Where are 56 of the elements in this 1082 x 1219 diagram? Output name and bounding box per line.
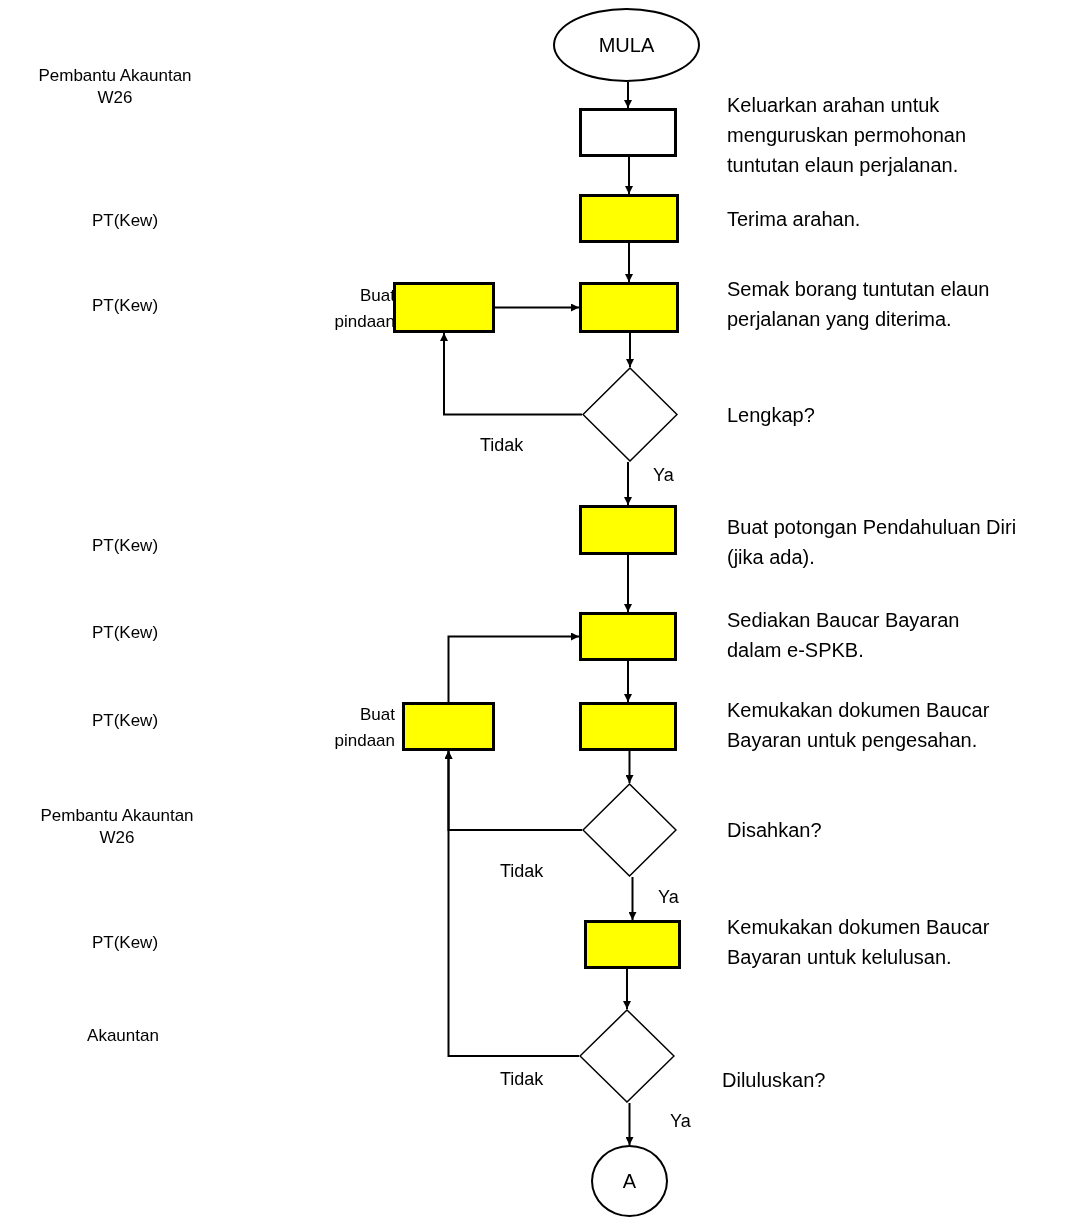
flow-arrow: [625, 750, 634, 784]
flow-arrow: [624, 81, 632, 109]
role-label: PT(Kew): [90, 295, 160, 317]
connector-circle: A: [591, 1145, 668, 1217]
step-description: Semak borang tuntutan elaun perjalanan yang diterima.: [727, 277, 991, 332]
edge-label: Tidak: [500, 1068, 544, 1090]
terminator-ellipse: MULA: [553, 8, 700, 82]
flow-arrow: [624, 554, 632, 613]
decision-diamond: [582, 783, 677, 877]
flow-arrow: [625, 156, 633, 195]
flow-arrow: [626, 332, 634, 368]
flow-arrow: [624, 660, 632, 703]
process-box: [584, 920, 681, 969]
process-box: [402, 702, 495, 751]
process-box: [579, 612, 677, 661]
step-description: Kemukakan dokumen Baucar Bayaran untuk pengesahan.: [727, 698, 991, 753]
role-label: PT(Kew): [90, 622, 160, 644]
step-description: Buat pindaan: [333, 704, 395, 752]
role-label: Pembantu Akauntan W26: [39, 805, 195, 849]
step-description: Terima arahan.: [727, 207, 862, 232]
edge-label: Ya: [658, 886, 679, 908]
flow-arrow: [440, 332, 583, 416]
process-box: [579, 282, 679, 333]
role-label: PT(Kew): [90, 932, 160, 954]
step-description: Kemukakan dokumen Baucar Bayaran untuk kelulusan.: [727, 915, 991, 970]
step-description: Lengkap?: [727, 403, 816, 428]
step-description: Buat potongan Pendahuluan Diri (jika ada).: [727, 515, 1018, 570]
flow-arrow: [494, 303, 580, 312]
step-description: Diluluskan?: [722, 1068, 827, 1093]
flow-arrow: [628, 876, 637, 921]
role-label: PT(Kew): [90, 535, 160, 557]
step-description: Disahkan?: [727, 818, 823, 843]
flow-arrow: [623, 968, 631, 1010]
role-label: Akauntan: [86, 1025, 160, 1047]
process-box: [393, 282, 495, 333]
decision-diamond: [579, 1009, 675, 1103]
edge-label: Ya: [653, 464, 674, 486]
edge-label: Ya: [670, 1110, 691, 1132]
flow-arrow: [624, 461, 632, 506]
step-description: Buat pindaan: [333, 285, 395, 333]
flow-arrow: [625, 1102, 634, 1146]
process-box: [579, 194, 679, 243]
process-box: [579, 505, 677, 555]
edge-label: Tidak: [480, 434, 524, 456]
process-box: [579, 108, 677, 157]
flow-arrow: [447, 632, 580, 703]
flow-arrow: [625, 242, 633, 283]
decision-diamond: [582, 367, 678, 462]
role-label: PT(Kew): [90, 710, 160, 732]
step-description: Keluarkan arahan untuk menguruskan permohonan tuntutan elaun perjalanan.: [727, 93, 968, 178]
step-description: Sediakan Baucar Bayaran dalam e-SPKB.: [727, 608, 961, 663]
flow-arrow: [444, 750, 580, 1057]
edge-label: Tidak: [500, 860, 544, 882]
role-label: Pembantu Akauntan W26: [37, 65, 193, 109]
role-label: PT(Kew): [90, 210, 160, 232]
process-box: [579, 702, 677, 751]
